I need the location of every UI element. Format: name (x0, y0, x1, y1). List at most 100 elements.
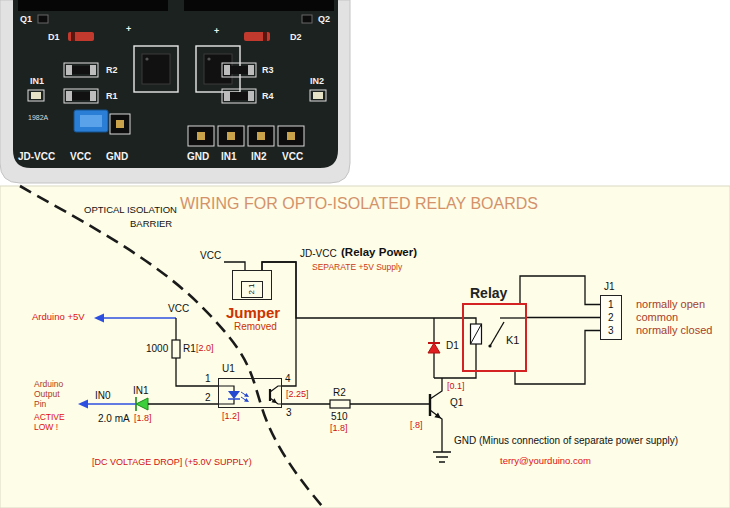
board-silkscreen-label: IN1 (30, 76, 44, 86)
opto-led-symbol (228, 391, 240, 399)
schematic-label: R2 (333, 387, 346, 399)
header-pin-label: GND (106, 151, 128, 163)
supply-note: SEPARATE +5V Supply (312, 263, 402, 273)
header-pin (188, 126, 214, 146)
resistor-outline (222, 63, 256, 77)
schematic-label: Q1 (450, 397, 463, 409)
board-silkscreen-label: Q1 (20, 14, 32, 24)
resistor-pad (66, 91, 72, 101)
schematic-label: 2.0 mA (98, 413, 130, 425)
barrier-label: OPTICAL ISOLATION (84, 205, 177, 216)
resistor-pad (90, 91, 96, 101)
arrow-head (78, 400, 88, 409)
optocoupler-chip (204, 54, 232, 84)
wire (527, 317, 600, 318)
pin-note: Arduino Output Pin (34, 380, 70, 409)
relay-body (18, 0, 168, 11)
relay-contact (500, 317, 527, 318)
header-pin-metal (287, 132, 295, 140)
resistor-outline (64, 63, 98, 77)
schematic-ground (0, 186, 730, 508)
voltage-value: [0.1] (447, 381, 465, 391)
relay-coil (471, 324, 482, 344)
board-silkscreen-label: Q2 (318, 14, 330, 24)
board-code: 1982A (28, 114, 48, 122)
arrow-head (244, 393, 249, 397)
schematic-label: 510 (331, 411, 348, 423)
board-silkscreen-label: IN2 (310, 76, 324, 86)
led-body (313, 92, 323, 99)
diode-band (71, 32, 75, 41)
header-pin (218, 126, 244, 146)
pin-warning: ACTIVE LOW ! (34, 413, 70, 433)
arrow-head (434, 413, 441, 419)
resistor-body (230, 66, 248, 74)
schematic-label: GND (Minus connection of separate power … (454, 435, 678, 447)
board-silkscreen-label: + (214, 26, 219, 36)
contact-label: common (636, 311, 678, 324)
board-silkscreen-label: R2 (106, 65, 118, 75)
relay-heading: Relay (470, 285, 507, 301)
resistor-body (72, 92, 90, 100)
signal-label: Arduino +5V (32, 312, 85, 323)
transistor-base (429, 394, 431, 416)
resistor-pad (224, 91, 230, 101)
relay-box: RelayK1 (462, 303, 527, 372)
header-pin (248, 126, 274, 146)
opto-led-bar (228, 398, 240, 400)
board-silkscreen-label: R4 (262, 91, 274, 101)
relay-pivot (488, 344, 491, 347)
contact-label: normally closed (636, 324, 712, 337)
wire (462, 318, 476, 324)
contact-label: normally open (636, 298, 705, 311)
led-bar (135, 397, 137, 411)
led-outline (28, 90, 44, 101)
resistor-symbol (172, 340, 180, 358)
resistor-symbol (330, 400, 350, 408)
voltage-value: [1.8] (330, 423, 348, 433)
signal-wire (88, 403, 136, 404)
resistor-pad (224, 65, 230, 75)
header-pin (110, 114, 130, 134)
photo-frame (0, 0, 350, 183)
schematic-label: VCC (200, 250, 221, 262)
schematic-label: IN1 (133, 385, 149, 397)
led-body (31, 92, 41, 99)
relay-body (184, 0, 334, 11)
signal-wire (104, 317, 176, 318)
board-silkscreen-label: R1 (106, 91, 118, 101)
wire (282, 403, 430, 404)
diagram-title: WIRING FOR OPTO-ISOLATED RELAY BOARDS (180, 195, 538, 213)
pin-number: 2 (608, 311, 614, 324)
header-pin-metal (257, 132, 265, 140)
schematic-label: 3 (286, 407, 292, 419)
schematic-label: 1000 (146, 343, 168, 355)
header-pin (278, 126, 304, 146)
header-pin-label: IN1 (221, 151, 237, 163)
relay-switch-blade (490, 322, 504, 346)
arrow-head (272, 398, 278, 403)
schematic-label: VCC (168, 303, 189, 315)
header-pin-label: IN2 (251, 151, 267, 163)
phototransistor-leads (270, 386, 282, 404)
voltage-value: [2.0] (196, 343, 214, 353)
jumper-label: Jumper (226, 304, 280, 321)
connector-box: J1123 (600, 295, 622, 340)
jumper-cap (74, 110, 108, 132)
wire (176, 318, 218, 386)
resistor-outline (222, 89, 256, 103)
chip-dot (207, 57, 210, 60)
signal-label: terry@yourduino.com (500, 456, 591, 467)
optocoupler-chip (142, 54, 170, 84)
voltage-value: [DC VOLTAGE DROP] (+5.0V SUPPLY) (92, 457, 252, 467)
isolation-barrier (20, 186, 322, 506)
jumper-cap-top (80, 115, 102, 127)
resistor-outline (64, 89, 98, 103)
transistor-leads (430, 378, 442, 452)
pin-number: 1 (608, 298, 614, 311)
resistor-pad (90, 65, 96, 75)
relay-coil-mark (471, 324, 482, 344)
led-outline (310, 90, 326, 101)
resistor-body (72, 66, 90, 74)
